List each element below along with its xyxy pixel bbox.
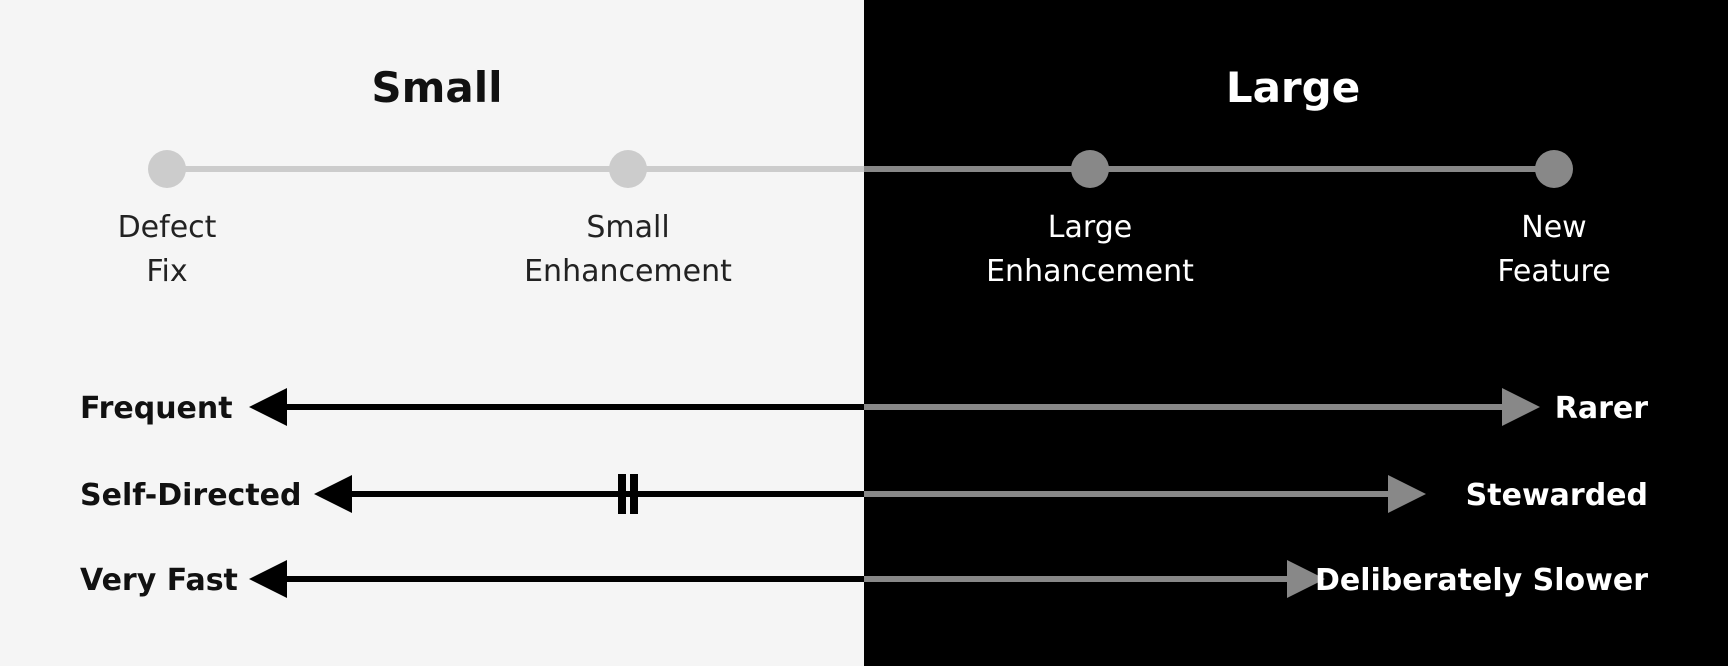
node-large-enhancement <box>1071 150 1109 188</box>
small-panel <box>0 0 864 666</box>
node-label-line: Defect <box>118 210 217 245</box>
arrow-direction-break-mark <box>618 474 626 514</box>
large-heading: Large <box>1226 63 1360 112</box>
arrow-direction-break-mark <box>630 474 638 514</box>
row-label-speed-right: Deliberately Slower <box>1315 563 1648 598</box>
large-panel <box>864 0 1728 666</box>
arrow-frequency-left-head <box>249 388 287 426</box>
node-label-line: Enhancement <box>524 254 732 289</box>
node-new-feature <box>1535 150 1573 188</box>
arrow-speed-right-head <box>1287 560 1325 598</box>
row-label-frequency-left: Frequent <box>80 391 233 426</box>
node-label-line: Large <box>1048 210 1132 245</box>
row-label-direction-right: Stewarded <box>1466 478 1648 513</box>
row-label-speed-left: Very Fast <box>80 563 238 598</box>
node-label-line: Feature <box>1497 254 1610 289</box>
row-label-direction-left: Self-Directed <box>80 478 301 513</box>
node-label-line: Fix <box>146 254 187 289</box>
node-small-enhancement <box>609 150 647 188</box>
arrow-frequency-right-head <box>1502 388 1540 426</box>
arrow-direction-left-head <box>314 475 352 513</box>
row-label-frequency-right: Rarer <box>1555 391 1648 426</box>
arrow-direction-right-head <box>1388 475 1426 513</box>
node-defect-fix <box>148 150 186 188</box>
small-heading: Small <box>371 63 502 112</box>
node-label-line: Enhancement <box>986 254 1194 289</box>
node-label-line: Small <box>586 210 669 245</box>
node-label-line: New <box>1521 210 1586 245</box>
arrow-speed-left-head <box>249 560 287 598</box>
